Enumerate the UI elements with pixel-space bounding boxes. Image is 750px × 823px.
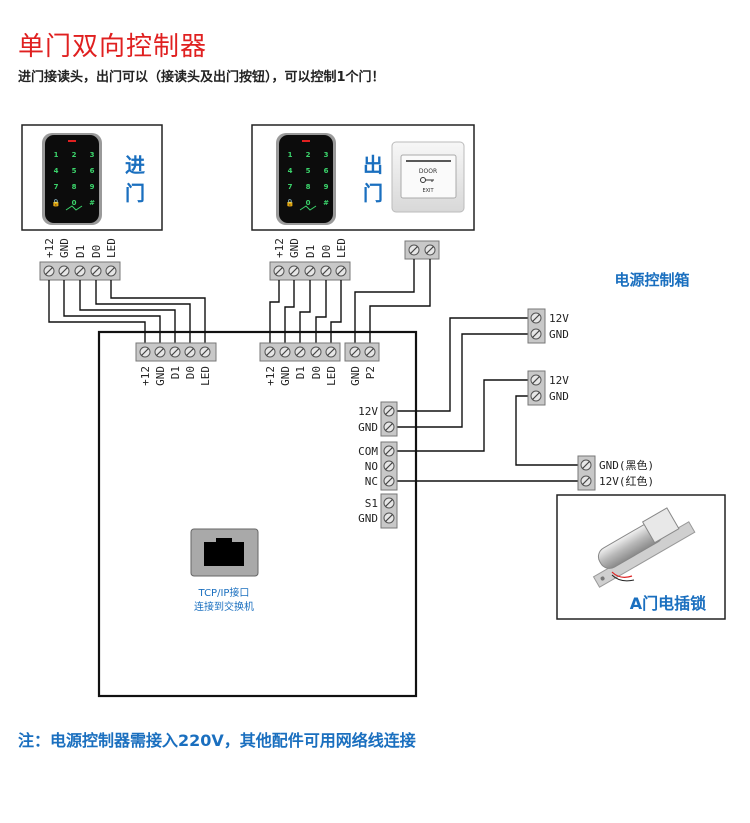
controller-sensor-gnd: GND — [358, 512, 378, 525]
pin-label: +12 — [43, 238, 56, 258]
wires — [48, 259, 578, 482]
keypad-key: 6 — [90, 167, 95, 175]
pin-label: LED — [325, 366, 338, 386]
keypad-key: 🔒 — [286, 199, 295, 207]
network-port-label-line2: 连接到交换机 — [194, 600, 254, 613]
pin-label: GND — [288, 238, 301, 258]
pin-label: +12 — [264, 366, 277, 386]
controller-sensor-s1: S1 — [365, 497, 378, 510]
pin-label: D1 — [74, 245, 87, 258]
page-title: 单门双向控制器 — [18, 32, 208, 62]
rfid-icon — [65, 205, 83, 211]
footer-note: 注：电源控制器需接入220V，其他配件可用网络线连接 — [18, 731, 416, 750]
electric-lock-panel: A门电插锁 — [556, 494, 726, 620]
exit-button-terminal — [404, 240, 440, 260]
power-box-title: 电源控制箱 — [614, 271, 689, 289]
pin-label: D1 — [304, 245, 317, 258]
power-output2-12v: 12V — [549, 374, 569, 387]
pin-label: D0 — [184, 366, 197, 379]
keypad-key: 8 — [306, 183, 311, 191]
controller-power-gnd: GND — [358, 421, 378, 434]
keypad-key: 1 — [288, 151, 293, 159]
pin-label: D0 — [90, 245, 103, 258]
keypad-key: 6 — [324, 167, 329, 175]
network-port-label-line1: TCP/IP接口 — [198, 586, 250, 599]
entry-reader-terminal — [39, 261, 121, 281]
controller-relay-com: COM — [358, 445, 378, 458]
pin-label: D1 — [169, 366, 182, 379]
power-output2-terminal: 12V GND — [527, 370, 569, 406]
keypad-key: 0 — [72, 199, 77, 207]
exit-button-image: DOOR EXIT — [391, 141, 465, 213]
keypad-key: 0 — [306, 199, 311, 207]
exit-label-line2: 门 — [363, 181, 383, 205]
controller-relay-nc: NC — [365, 475, 378, 488]
power-output2-gnd: GND — [549, 390, 569, 403]
power-output1-12v: 12V — [549, 312, 569, 325]
keypad-key: 2 — [306, 151, 311, 159]
exit-reader-panel: 1 2 3 4 5 6 7 8 9 🔒 0 # 出 门 DOOR EXIT — [251, 124, 475, 231]
keypad-key: # — [323, 199, 329, 207]
entry-label-line1: 进 — [125, 153, 145, 177]
controller-power-12v: 12V — [358, 405, 378, 418]
keypad-key: 4 — [288, 167, 293, 175]
pin-label: LED — [335, 238, 348, 258]
pin-label: +12 — [273, 238, 286, 258]
keypad-key: 4 — [54, 167, 59, 175]
keypad-key: # — [89, 199, 95, 207]
keypad-key: 2 — [72, 151, 77, 159]
pin-label: GND — [279, 366, 292, 386]
controller-relay-no: NO — [365, 460, 378, 473]
pin-label: P2 — [364, 366, 377, 379]
keypad-key: 7 — [288, 183, 293, 191]
pin-label: GND — [349, 366, 362, 386]
electric-bolt-lock-image — [592, 507, 696, 588]
pin-label: D0 — [320, 245, 333, 258]
pin-label: D0 — [310, 366, 323, 379]
entry-reader-panel: 1 2 3 4 5 6 7 8 9 🔒 0 # 进 门 — [21, 124, 163, 231]
keypad-key: 3 — [324, 151, 329, 159]
page-subtitle: 进门接读头，出门可以（接读头及出门按钮），可以控制1个门！ — [18, 70, 385, 85]
key-icon — [420, 177, 434, 183]
keypad-key: 3 — [90, 151, 95, 159]
keypad-key: 5 — [306, 167, 311, 175]
lock-12v-label: 12V(红色) — [599, 474, 654, 488]
lock-label: A门电插锁 — [630, 594, 706, 613]
pin-label: GND — [58, 238, 71, 258]
entry-label-line2: 门 — [125, 181, 145, 205]
keypad-key: 1 — [54, 151, 59, 159]
keypad-key: 7 — [54, 183, 59, 191]
keypad-reader-image: 1 2 3 4 5 6 7 8 9 🔒 0 # — [42, 133, 102, 225]
pin-label: LED — [105, 238, 118, 258]
exit-button-door-text: DOOR — [419, 168, 437, 175]
power-output1-gnd: GND — [549, 328, 569, 341]
exit-label-line1: 出 — [363, 153, 383, 177]
pin-label: LED — [199, 366, 212, 386]
lock-gnd-label: GND(黑色) — [599, 458, 654, 472]
pin-label: D1 — [294, 366, 307, 379]
exit-reader-terminal — [269, 261, 351, 281]
pin-label: +12 — [139, 366, 152, 386]
lock-terminal: GND(黑色) 12V(红色) — [577, 455, 654, 491]
power-output1-terminal: 12V GND — [527, 308, 569, 344]
keypad-reader-image: 1 2 3 4 5 6 7 8 9 🔒 0 # — [276, 133, 336, 225]
keypad-key: 8 — [72, 183, 77, 191]
keypad-key: 9 — [90, 183, 95, 191]
keypad-key: 9 — [324, 183, 329, 191]
pin-label: GND — [154, 366, 167, 386]
exit-button-exit-text: EXIT — [422, 188, 434, 194]
rfid-icon — [299, 205, 317, 211]
keypad-key: 5 — [72, 167, 77, 175]
keypad-key: 🔒 — [52, 199, 61, 207]
ethernet-port-icon — [190, 528, 259, 577]
